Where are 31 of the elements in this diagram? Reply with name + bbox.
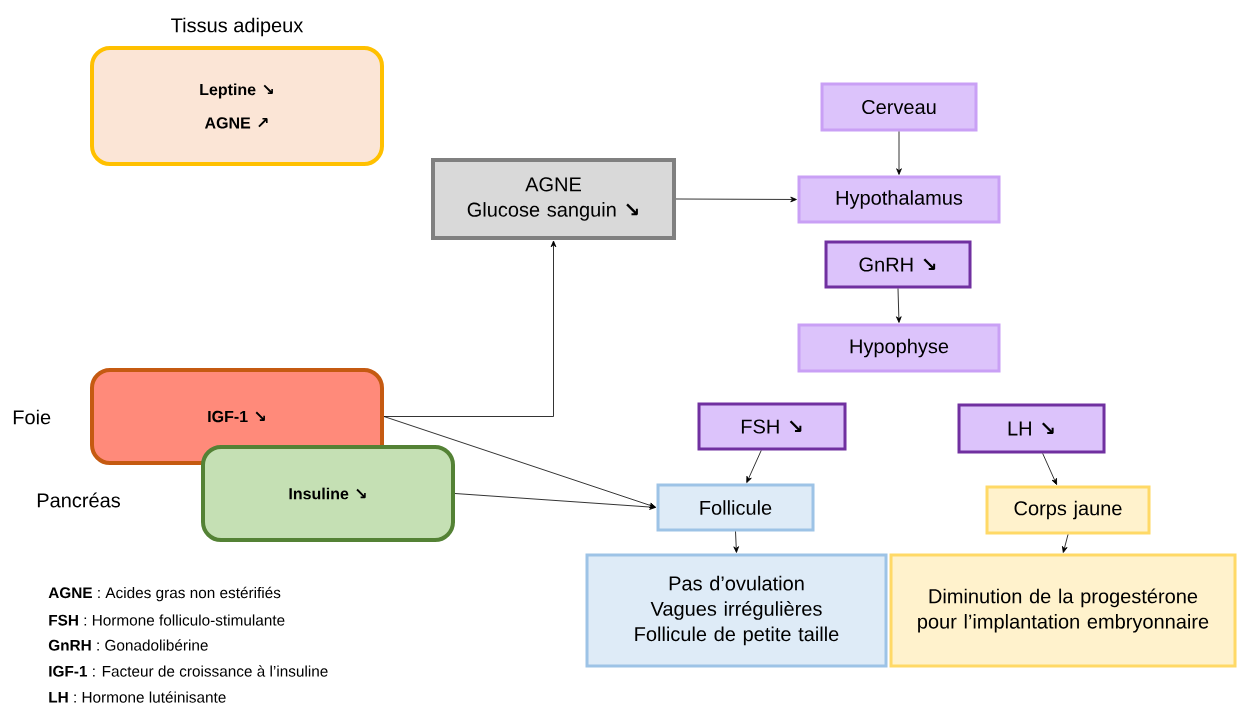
arrow — [896, 288, 902, 323]
arrow — [675, 196, 797, 203]
result-box: Pas d’ovulation Vagues irrégulières Follicule de petite taille — [585, 553, 888, 668]
box-heading: Tissus adipeux — [171, 17, 304, 37]
hormone-box: FSH ↘ — [697, 402, 847, 451]
tissue-box: Leptine ↘ AGNE ↗ — [90, 46, 384, 166]
arrow — [733, 531, 739, 553]
arrow — [896, 131, 902, 175]
arrow — [1042, 453, 1057, 485]
process-box: AGNE Glucose sanguin ↘ — [431, 158, 676, 240]
glossary-entry: IGF-1 : Facteur de croissance à l’insuline — [49, 665, 328, 677]
organ-label: Pancréas — [37, 492, 120, 508]
arrow — [1062, 534, 1069, 553]
arrow — [454, 493, 656, 510]
glossary-entry: LH : Hormone lutéinisante — [49, 691, 226, 703]
glossary-entry: GnRH : Gonadolibérine — [48, 639, 208, 651]
arrow — [383, 240, 557, 417]
result-box: Diminution de la progestérone pour l’implantation embryonnaire — [889, 553, 1237, 668]
process-box: Follicule — [656, 483, 815, 532]
arrow — [383, 416, 656, 509]
organ-box: Cerveau — [820, 82, 978, 132]
organ-box: Insuline ↘ — [201, 445, 455, 542]
arrow — [746, 450, 762, 483]
glossary-entry: AGNE : Acides gras non estérifiés — [48, 586, 281, 602]
organ-label: Foie — [13, 409, 51, 425]
hormone-box: GnRH ↘ — [824, 240, 972, 289]
hormone-box: LH ↘ — [957, 403, 1106, 454]
process-box: Corps jaune — [985, 485, 1151, 535]
organ-box: Hypothalamus — [797, 175, 1001, 224]
organ-box: Hypophyse — [797, 323, 1001, 373]
glossary-entry: FSH : Hormone folliculo-stimulante — [49, 614, 285, 626]
